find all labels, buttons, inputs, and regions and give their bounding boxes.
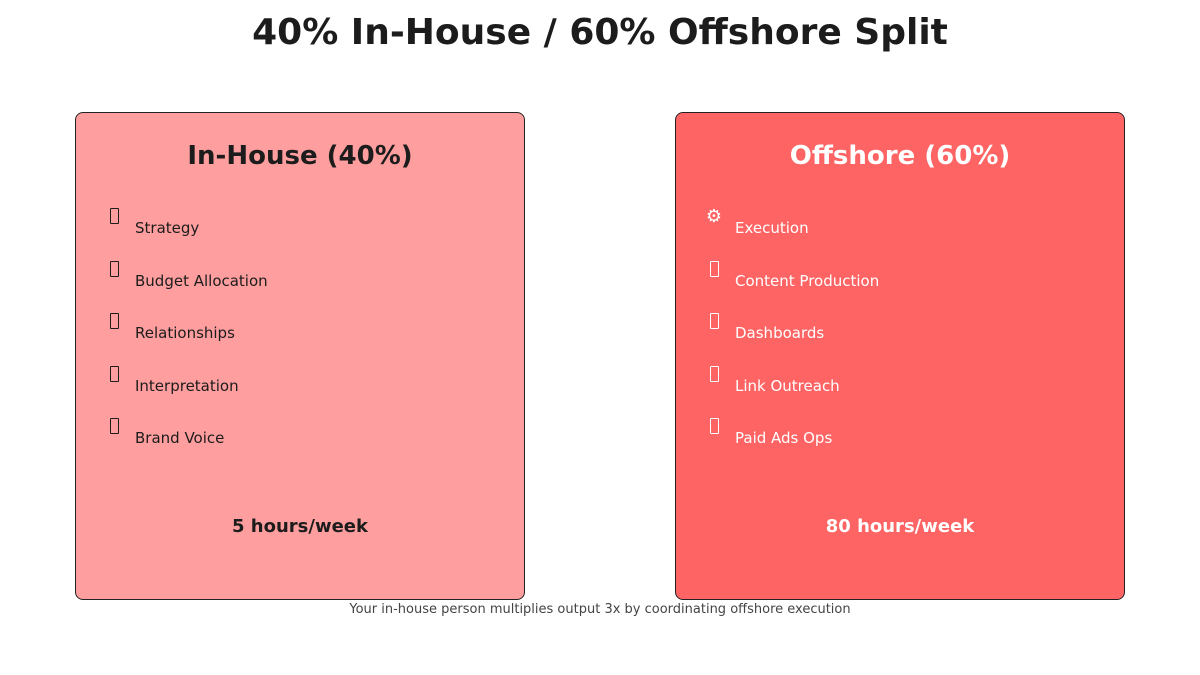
in-house-panel: In-House (40%) Strategy Budget Allocatio… — [75, 112, 525, 600]
list-item: Budget Allocation — [104, 258, 504, 311]
caption: Your in-house person multiplies output 3… — [349, 602, 851, 617]
item-label: Execution — [735, 219, 809, 237]
offshore-item-list: ⚙ Execution Content Production Dashboard… — [704, 205, 1104, 468]
item-label: Relationships — [135, 324, 235, 342]
missing-glyph-icon — [104, 312, 124, 332]
item-label: Interpretation — [135, 376, 239, 395]
list-item: Strategy — [104, 205, 504, 258]
item-label: Paid Ads Ops — [735, 429, 833, 447]
missing-glyph-icon — [704, 417, 724, 437]
missing-glyph-icon — [104, 207, 124, 227]
missing-glyph-icon — [104, 260, 124, 280]
missing-glyph-icon — [104, 365, 124, 385]
missing-glyph-icon — [704, 260, 724, 280]
list-item: Paid Ads Ops — [704, 415, 1104, 468]
list-item: Link Outreach — [704, 363, 1104, 416]
item-label: Strategy — [135, 219, 200, 237]
list-item: Interpretation — [104, 363, 504, 416]
page-title: 40% In-House / 60% Offshore Split — [252, 12, 948, 53]
item-label: Dashboards — [735, 324, 825, 342]
list-item: Dashboards — [704, 310, 1104, 363]
gear-icon: ⚙ — [705, 206, 723, 227]
offshore-panel-title: Offshore (60%) — [789, 141, 1011, 171]
list-item: ⚙ Execution — [704, 205, 1104, 258]
missing-glyph-icon — [104, 417, 124, 437]
item-label: Content Production — [735, 271, 880, 290]
missing-glyph-icon — [704, 312, 724, 332]
list-item: Relationships — [104, 310, 504, 363]
item-label: Budget Allocation — [135, 271, 268, 290]
offshore-hours: 80 hours/week — [825, 516, 975, 537]
in-house-item-list: Strategy Budget Allocation Relationships… — [104, 205, 504, 468]
offshore-panel: Offshore (60%) ⚙ Execution Content Produ… — [675, 112, 1125, 600]
item-label: Link Outreach — [735, 376, 840, 395]
list-item: Content Production — [704, 258, 1104, 311]
in-house-panel-title: In-House (40%) — [187, 141, 413, 171]
missing-glyph-icon — [704, 365, 724, 385]
in-house-hours: 5 hours/week — [232, 516, 368, 537]
item-label: Brand Voice — [135, 429, 225, 447]
list-item: Brand Voice — [104, 415, 504, 468]
